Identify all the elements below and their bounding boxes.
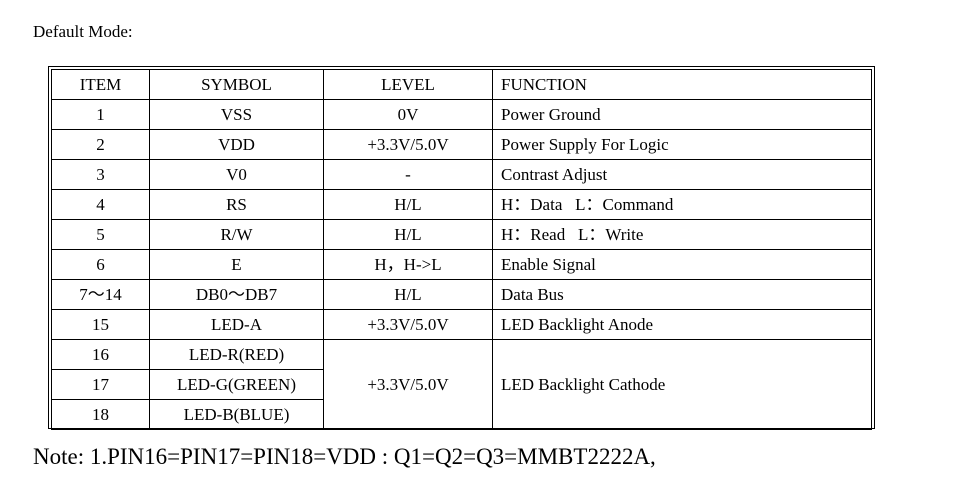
table-row: 2 VDD +3.3V/5.0V Power Supply For Logic [51, 129, 872, 160]
cell-symbol: DB0～DB7 [149, 279, 324, 310]
table-row: 5 R/W H/L H：Read L：Write [51, 219, 872, 250]
header-item: ITEM [51, 69, 150, 100]
cell-function: Enable Signal [492, 249, 872, 280]
table-row: 17 LED-G(GREEN) [51, 369, 872, 400]
cell-item: 16 [51, 339, 150, 370]
cell-symbol: VSS [149, 99, 324, 130]
cell-item: 7～14 [51, 279, 150, 310]
table-row: 16 LED-R(RED) +3.3V/5.0V LED Backlight C… [51, 339, 872, 430]
cell-function: Power Ground [492, 99, 872, 130]
cell-function: LED Backlight Anode [492, 309, 872, 340]
cell-item: 18 [51, 399, 150, 430]
cell-symbol: E [149, 249, 324, 280]
cell-symbol: RS [149, 189, 324, 220]
cell-symbol: VDD [149, 129, 324, 160]
cell-item: 3 [51, 159, 150, 190]
cell-level: H，H->L [323, 249, 493, 280]
cell-function: Data Bus [492, 279, 872, 310]
cell-function: H：Read L：Write [492, 219, 872, 250]
cell-item: 6 [51, 249, 150, 280]
table-row: 6 E H，H->L Enable Signal [51, 249, 872, 280]
cell-level: +3.3V/5.0V [323, 129, 493, 160]
cell-symbol: R/W [149, 219, 324, 250]
table-header-row: ITEM SYMBOL LEVEL FUNCTION [51, 69, 872, 100]
cell-function: H：Data L：Command [492, 189, 872, 220]
pin-definition-table: ITEM SYMBOL LEVEL FUNCTION 1 VSS 0V Powe… [51, 69, 872, 430]
header-function: FUNCTION [492, 69, 872, 100]
cell-level: 0V [323, 99, 493, 130]
cell-function: Contrast Adjust [492, 159, 872, 190]
table-row: 7～14 DB0～DB7 H/L Data Bus [51, 279, 872, 310]
cell-level: +3.3V/5.0V [323, 309, 493, 340]
table-row: 18 LED-B(BLUE) [51, 399, 872, 430]
header-level: LEVEL [323, 69, 493, 100]
header-symbol: SYMBOL [149, 69, 324, 100]
cell-symbol: LED-G(GREEN) [149, 369, 324, 400]
cell-symbol: LED-A [149, 309, 324, 340]
cell-level: H/L [323, 189, 493, 220]
cell-level: H/L [323, 279, 493, 310]
cell-level: - [323, 159, 493, 190]
table-row: 1 VSS 0V Power Ground [51, 99, 872, 130]
cell-item: 17 [51, 369, 150, 400]
section-heading: Default Mode: [33, 22, 133, 41]
cell-level: H/L [323, 219, 493, 250]
note-text: Note: 1.PIN16=PIN17=PIN18=VDD : Q1=Q2=Q3… [33, 444, 656, 469]
cell-item: 1 [51, 99, 150, 130]
table-row: 3 V0 - Contrast Adjust [51, 159, 872, 190]
cell-symbol: LED-R(RED) [149, 339, 324, 370]
cell-item: 2 [51, 129, 150, 160]
table-row: 15 LED-A +3.3V/5.0V LED Backlight Anode [51, 309, 872, 340]
cell-item: 4 [51, 189, 150, 220]
cell-symbol: LED-B(BLUE) [149, 399, 324, 430]
cell-symbol: V0 [149, 159, 324, 190]
pin-table-frame: ITEM SYMBOL LEVEL FUNCTION 1 VSS 0V Powe… [48, 66, 875, 430]
cell-function: Power Supply For Logic [492, 129, 872, 160]
table-row: 4 RS H/L H：Data L：Command [51, 189, 872, 220]
cell-function-merged: LED Backlight Cathode [492, 339, 872, 430]
cell-item: 15 [51, 309, 150, 340]
cell-item: 5 [51, 219, 150, 250]
cell-level-merged: +3.3V/5.0V [323, 339, 493, 430]
